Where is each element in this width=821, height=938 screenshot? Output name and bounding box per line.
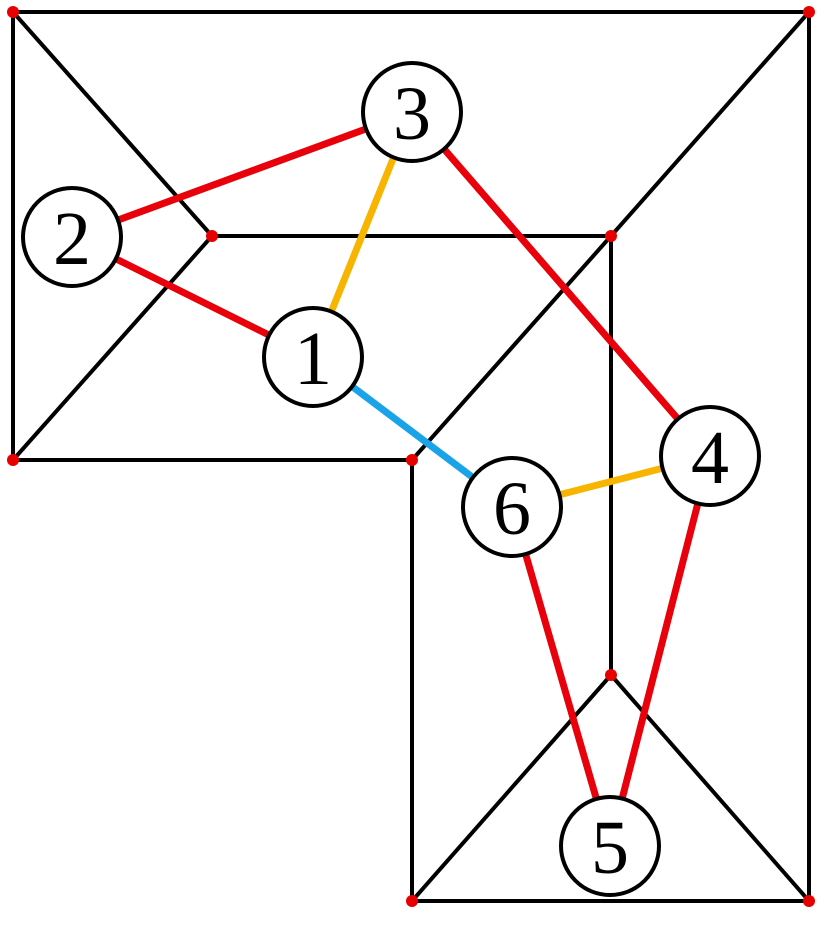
edge-4-5 — [606, 452, 714, 850]
frame-vertex-mb — [406, 454, 418, 466]
node-circle — [659, 405, 761, 507]
node-label: 1 — [294, 317, 332, 401]
node-circle — [361, 61, 463, 163]
frame-line-ml-ia — [11, 234, 214, 462]
node-label: 5 — [591, 806, 629, 890]
node-6: 6 — [461, 456, 563, 558]
frame-line-bl-ic — [410, 673, 613, 903]
edge-2-3 — [68, 108, 416, 241]
frame-vertex-bl — [406, 895, 418, 907]
edge-6-5 — [508, 503, 614, 850]
graph-nodes: 1 2 3 4 5 6 — [21, 61, 761, 897]
graph-edges — [68, 108, 714, 850]
node-label: 3 — [393, 72, 431, 156]
node-3: 3 — [361, 61, 463, 163]
node-label: 6 — [493, 467, 531, 551]
frame-vertex-tr — [803, 6, 815, 18]
frame-vertices — [7, 6, 815, 907]
frame-vertex-tl — [7, 6, 19, 18]
edge-3-4 — [408, 108, 714, 460]
frame-vertex-br — [803, 895, 815, 907]
node-label: 2 — [53, 197, 91, 281]
frame-vertex-ib — [605, 230, 617, 242]
node-circle — [461, 456, 563, 558]
node-circle — [559, 795, 661, 897]
node-2: 2 — [21, 186, 123, 288]
frame-line-tr-ib — [609, 10, 811, 238]
frame-vertex-ml — [7, 454, 19, 466]
node-circle — [21, 186, 123, 288]
node-circle — [262, 306, 364, 408]
node-4: 4 — [659, 405, 761, 507]
frame-line-mb-ib — [410, 234, 613, 462]
node-5: 5 — [559, 795, 661, 897]
node-1: 1 — [262, 306, 364, 408]
frame-vertex-ia — [206, 230, 218, 242]
node-label: 4 — [691, 416, 729, 500]
frame-vertex-ic — [605, 669, 617, 681]
